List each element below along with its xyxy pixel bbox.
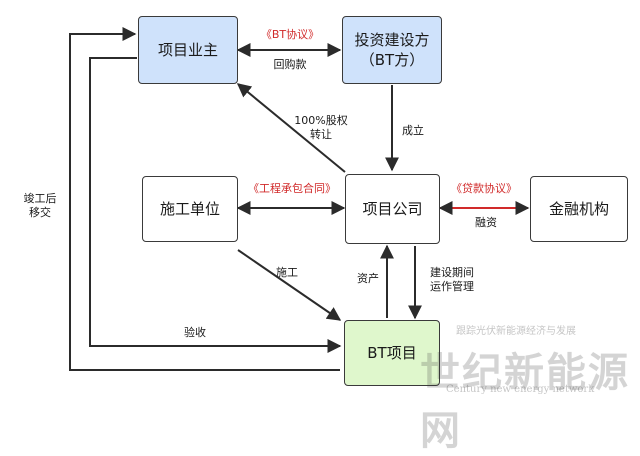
arrow-acceptance bbox=[89, 57, 342, 353]
node-contractor-label: 施工单位 bbox=[159, 200, 220, 218]
node-financial-institution-label: 金融机构 bbox=[548, 200, 609, 218]
watermark-logo: 世纪新能源网 bbox=[420, 349, 630, 454]
node-project-company-label: 项目公司 bbox=[362, 200, 423, 218]
arrow-construction bbox=[237, 249, 342, 321]
watermark-tagline: 跟踪光伏新能源经济与发展 bbox=[456, 326, 576, 337]
label-construction-contract: 《工程承包合同》 bbox=[248, 182, 336, 195]
label-bt-agreement: 《BT协议》 bbox=[260, 28, 320, 41]
label-assets: 资产 bbox=[357, 272, 379, 285]
label-acceptance: 验收 bbox=[184, 326, 206, 339]
label-buyback: 回购款 bbox=[273, 58, 307, 71]
node-project-company: 项目公司 bbox=[345, 174, 440, 244]
label-equity-transfer: 100%股权 转让 bbox=[294, 114, 348, 141]
watermark-english: Century new energy network bbox=[446, 384, 595, 395]
label-handover: 竣工后 移交 bbox=[23, 192, 57, 219]
label-build-manage: 建设期间 运作管理 bbox=[430, 266, 474, 293]
node-investor-bt: 投资建设方 （BT方） bbox=[342, 16, 442, 84]
arrow-equity-transfer bbox=[236, 83, 346, 173]
node-financial-institution: 金融机构 bbox=[530, 176, 628, 242]
node-bt-project-label: BT项目 bbox=[367, 344, 417, 362]
label-loan-agreement: 《贷款协议》 bbox=[451, 182, 517, 195]
label-construction: 施工 bbox=[276, 266, 298, 279]
node-project-owner-label: 项目业主 bbox=[157, 41, 218, 59]
arrow-handover bbox=[69, 27, 340, 371]
node-contractor: 施工单位 bbox=[142, 176, 238, 242]
label-financing: 融资 bbox=[475, 216, 497, 229]
node-project-owner: 项目业主 bbox=[138, 16, 238, 84]
node-investor-bt-label: 投资建设方 （BT方） bbox=[354, 31, 430, 69]
arrows-layer bbox=[69, 27, 530, 371]
label-establish: 成立 bbox=[402, 124, 424, 137]
node-bt-project: BT项目 bbox=[344, 320, 440, 386]
